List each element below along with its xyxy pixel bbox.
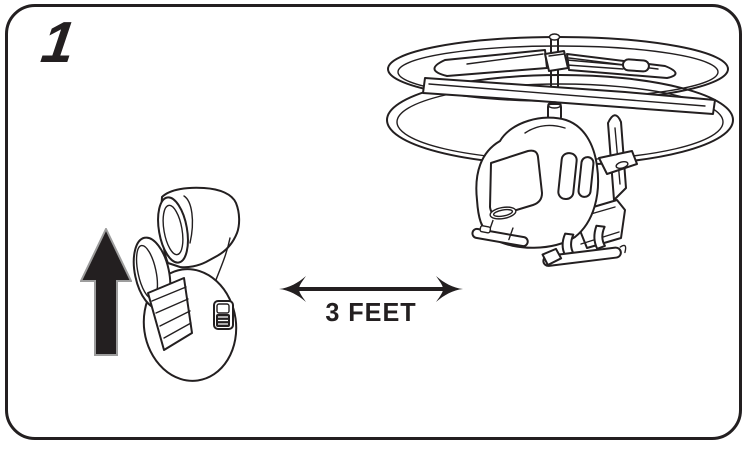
remote-facet-lines <box>147 277 193 351</box>
distance-arrow-left-head <box>279 276 306 302</box>
helicopter-illustration <box>386 33 734 267</box>
rotor-hub <box>547 101 562 121</box>
distance-arrow-right-head <box>436 276 463 302</box>
rear-landing-skid <box>541 224 627 267</box>
upper-rotor-blades <box>433 49 677 79</box>
brand-logo-oval <box>489 206 517 220</box>
distance-label: 3 FEET <box>325 297 417 327</box>
flybar <box>544 50 650 73</box>
up-arrow-shape <box>80 228 132 356</box>
power-slider-illustration <box>213 300 234 330</box>
tail-fin <box>598 114 638 201</box>
distance-arrow-icon <box>279 276 463 302</box>
front-landing-skid <box>471 219 529 248</box>
windshield <box>489 149 543 217</box>
remote-top-button <box>157 196 189 264</box>
lower-rotor-blade <box>422 77 716 115</box>
remote-control-illustration <box>132 186 241 382</box>
side-windows <box>557 152 595 201</box>
up-arrow-icon <box>80 228 132 356</box>
